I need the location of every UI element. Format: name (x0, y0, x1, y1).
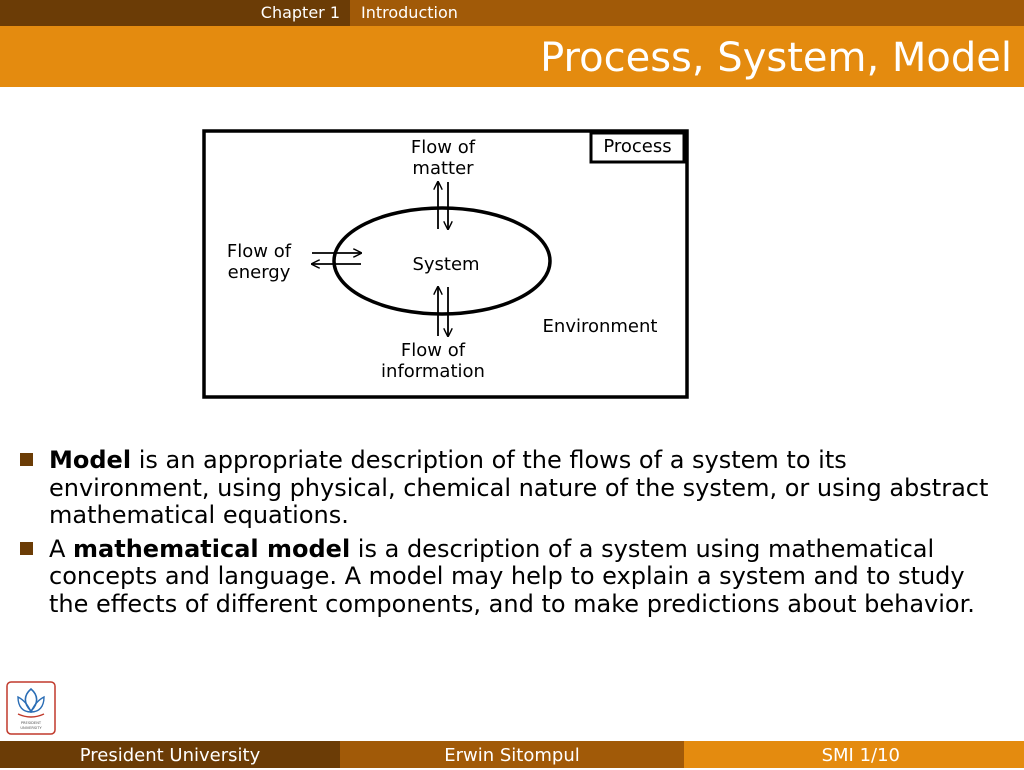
svg-text:PRESIDENT: PRESIDENT (21, 721, 42, 725)
bullet-list: Model is an appropriate description of t… (20, 446, 1010, 624)
bullet-term: Model (49, 446, 132, 474)
process-label: Process (603, 136, 672, 157)
flow-of-matter-line1: Flow of (410, 137, 476, 158)
title-bar: Process, System, Model (0, 26, 1024, 87)
footer-institution: President University (0, 741, 340, 768)
flow-of-information-label: Flow of information (363, 340, 503, 382)
footer: President University Erwin Sitompul SMI … (0, 741, 1024, 768)
flow-of-energy-line2: energy (227, 262, 291, 283)
flow-of-matter-line2: matter (412, 158, 474, 179)
environment-label: Environment (542, 316, 658, 337)
page-title: Process, System, Model (540, 35, 1012, 81)
footer-author: Erwin Sitompul (340, 741, 684, 768)
flow-of-energy-label: Flow of energy (209, 241, 309, 283)
process-label-box (589, 131, 686, 164)
process-diagram: Process Flow of matter Flow of energy Sy… (200, 126, 694, 402)
bullet-item-mathematical-model: A mathematical model is a description of… (20, 534, 1010, 619)
bullet-item-model: Model is an appropriate description of t… (20, 446, 1010, 530)
bullet-text: is an appropriate description of the flo… (49, 446, 989, 529)
footer-page-number: SMI 1/10 (821, 745, 900, 766)
breadcrumb-chapter-cell: Chapter 1 (0, 0, 350, 26)
system-label: System (412, 254, 480, 275)
system-ellipse (332, 206, 552, 316)
flow-of-energy-line1: Flow of (226, 241, 292, 262)
breadcrumb-section[interactable]: Introduction (361, 3, 458, 22)
breadcrumb-chapter[interactable]: Chapter 1 (260, 3, 340, 22)
footer-page-cell: SMI 1/10 (684, 741, 1024, 768)
flow-of-matter-label: Flow of matter (383, 137, 503, 179)
bullet-lead: A (49, 534, 74, 563)
logo-graphic: PRESIDENT UNIVERSITY (6, 681, 56, 735)
square-bullet-icon (20, 453, 33, 466)
bullet-term: mathematical model (73, 534, 351, 563)
president-university-logo-icon: PRESIDENT UNIVERSITY (6, 681, 56, 735)
square-bullet-icon (20, 541, 33, 555)
process-boundary (202, 129, 689, 399)
diagram-graphics (202, 129, 689, 399)
bullet-text: is a description of a system using mathe… (49, 534, 975, 618)
breadcrumb-section-cell: Introduction (350, 0, 1024, 26)
flow-of-information-line1: Flow of (400, 340, 466, 361)
flow-of-information-line2: information (381, 361, 485, 382)
svg-text:UNIVERSITY: UNIVERSITY (20, 726, 42, 730)
top-bar: Chapter 1 Introduction (0, 0, 1024, 26)
